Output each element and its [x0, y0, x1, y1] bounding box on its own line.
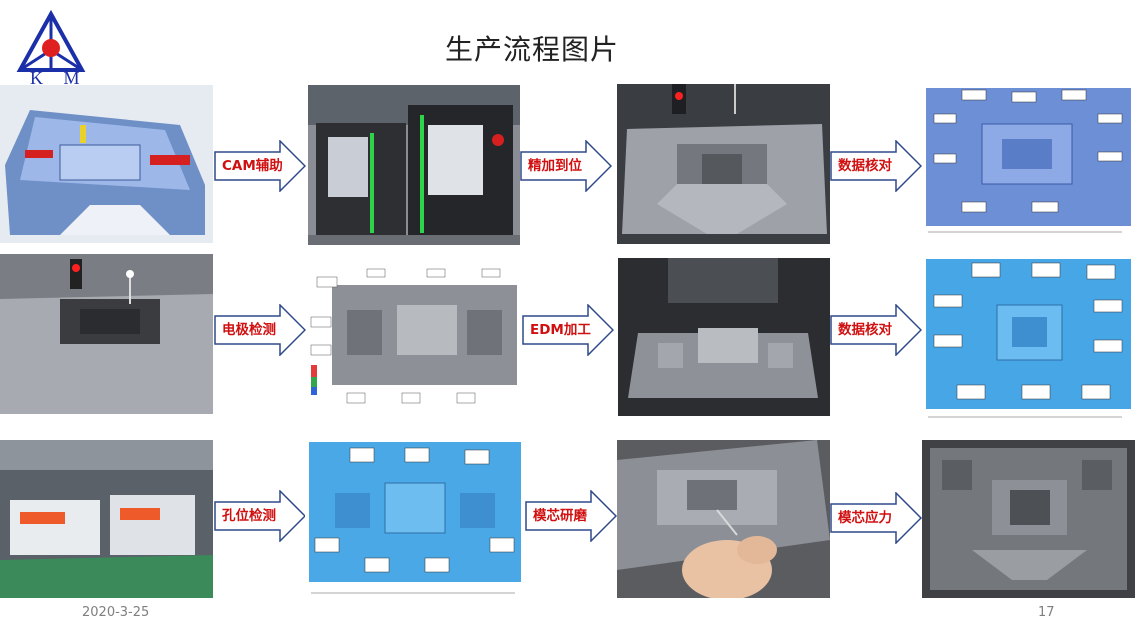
hole-position-report-image	[305, 438, 525, 603]
cam-mold-3d-model-image	[0, 85, 213, 243]
step-arrow: 模芯应力	[830, 492, 922, 544]
step-arrow: 精加到位	[520, 140, 612, 192]
step-label: 数据核对	[838, 322, 892, 338]
step-label: 模芯研磨	[533, 508, 587, 524]
step-label: 模芯应力	[838, 510, 892, 526]
edm-machined-core-image	[618, 258, 830, 416]
electrode-inspection-report-image	[307, 265, 522, 413]
hand-polishing-core-image	[617, 440, 830, 598]
step-label: 精加到位	[528, 158, 582, 174]
step-arrow: 电极检测	[214, 304, 306, 356]
wire-edm-workshop-image	[0, 440, 213, 598]
step-label: EDM加工	[530, 322, 591, 338]
step-arrow: 模芯研磨	[525, 490, 617, 542]
electrode-on-cmm-image	[0, 254, 213, 414]
blue-inspection-report-image	[922, 255, 1135, 427]
step-arrow: CAM辅助	[214, 140, 306, 192]
page-title: 生产流程图片	[444, 33, 619, 66]
machined-mold-probe-image	[617, 84, 830, 244]
step-label: 数据核对	[838, 158, 892, 174]
step-label: CAM辅助	[222, 158, 283, 174]
step-arrow: 数据核对	[830, 140, 922, 192]
page-number: 17	[1038, 605, 1055, 620]
blue-inspection-report-image	[922, 84, 1135, 242]
company-logo	[14, 9, 88, 90]
step-arrow: EDM加工	[522, 304, 614, 356]
step-arrow: 孔位检测	[214, 490, 306, 542]
stress-relieved-core-image	[922, 440, 1135, 598]
logo-text: K M	[30, 68, 88, 88]
step-label: 孔位检测	[222, 508, 276, 524]
cnc-machines-image	[308, 85, 520, 245]
footer-date: 2020-3-25	[82, 605, 150, 620]
step-label: 电极检测	[222, 322, 276, 338]
step-arrow: 数据核对	[830, 304, 922, 356]
